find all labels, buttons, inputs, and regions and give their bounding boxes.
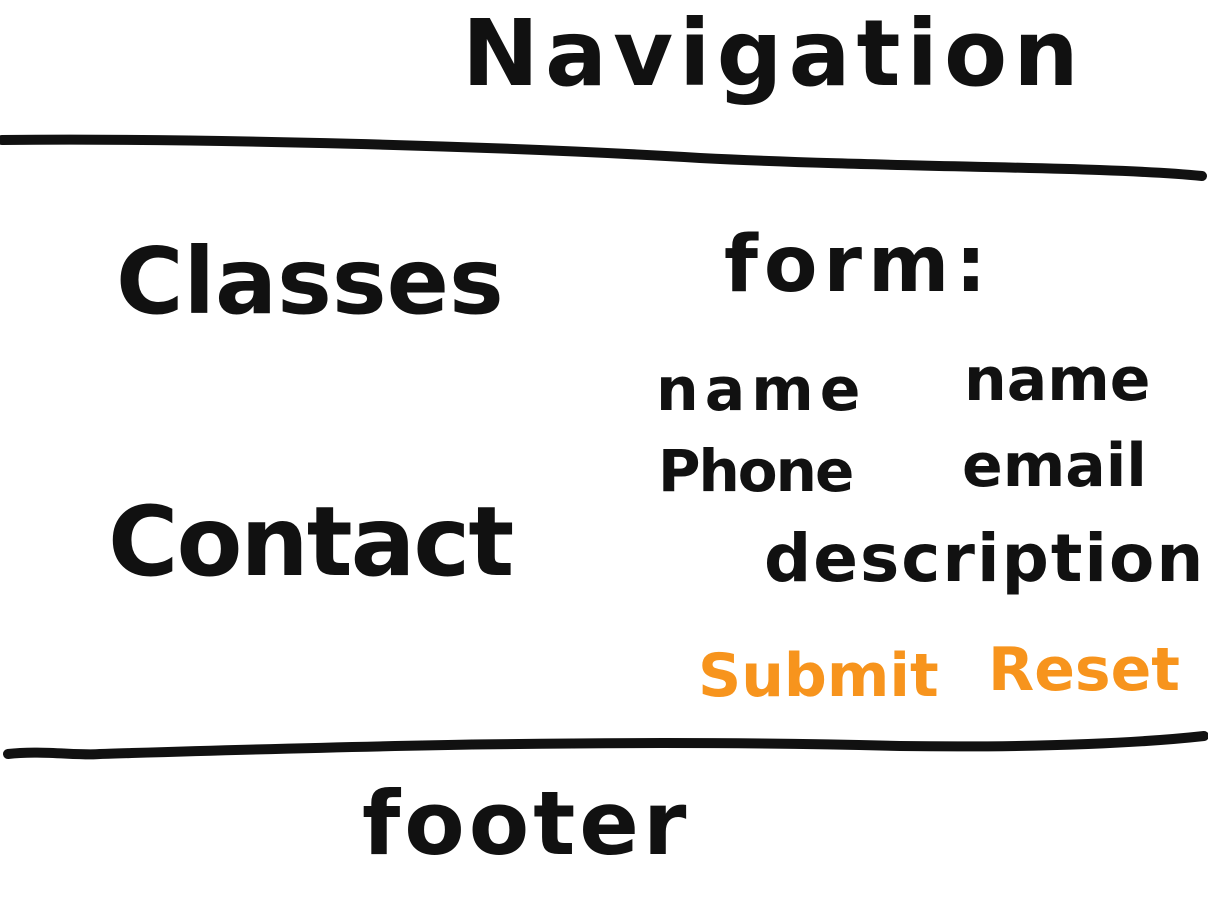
header-divider xyxy=(0,134,1207,181)
first-name-field[interactable]: name xyxy=(656,355,867,425)
last-name-field[interactable]: name xyxy=(964,345,1151,415)
navigation-title: Navigation xyxy=(462,0,1085,107)
form-title: form: xyxy=(724,220,993,310)
footer-divider xyxy=(3,731,1208,760)
email-field[interactable]: email xyxy=(962,431,1147,501)
submit-button[interactable]: Submit xyxy=(698,641,939,711)
description-field[interactable]: description xyxy=(764,520,1206,597)
sidebar-item-contact[interactable]: Contact xyxy=(108,486,514,598)
phone-field[interactable]: Phone xyxy=(658,437,854,505)
footer-label: footer xyxy=(362,772,691,875)
sidebar-item-classes[interactable]: Classes xyxy=(116,228,504,335)
reset-button[interactable]: Reset xyxy=(988,635,1180,705)
